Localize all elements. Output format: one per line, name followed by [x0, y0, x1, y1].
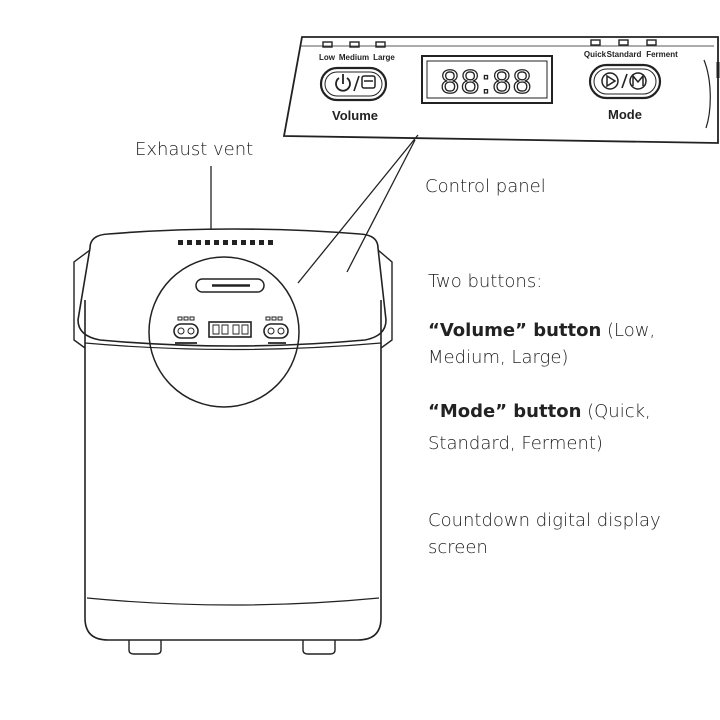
mode-button-options: (Quick, Standard, Ferment): [428, 401, 651, 454]
zoomed-control-panel: Low Medium Large Volume 88:88: [282, 36, 720, 144]
panel-right-lip: [703, 59, 711, 129]
machine-base-band: [86, 597, 380, 606]
exhaust-vent-label: Exhaust vent: [135, 139, 254, 160]
panel-outline: [282, 36, 719, 144]
volume-led-medium: [349, 41, 360, 48]
lid-handle: [195, 278, 265, 293]
volume-button-options: (Low, Medium, Large): [428, 320, 656, 368]
play-icon: [601, 72, 619, 90]
mode-option-ferment: Ferment: [646, 50, 678, 59]
volume-button-title: “Volume” button: [428, 320, 602, 341]
bread-icon: [361, 75, 376, 89]
mode-option-quick: Quick: [584, 50, 607, 59]
mode-button[interactable]: [588, 63, 662, 100]
mode-button-description: “Mode” button (Quick, Standard, Ferment): [428, 396, 708, 460]
lid-side-right: [377, 249, 393, 349]
power-icon: [335, 74, 351, 92]
body-top-seam: [84, 342, 382, 351]
exhaust-vent: [178, 240, 273, 245]
m-icon: [629, 72, 647, 90]
countdown-display-label: Countdown digital display screen: [428, 510, 661, 558]
bread-maker: [73, 228, 393, 655]
volume-label: Volume: [332, 108, 378, 123]
countdown-display: 88:88: [421, 55, 553, 104]
slash-icon: [353, 75, 360, 92]
magnifier-circle: [148, 256, 300, 408]
foot-left: [128, 640, 162, 655]
volume-led-low: [322, 41, 333, 48]
foot-right: [302, 640, 336, 655]
volume-option-medium: Medium: [339, 53, 369, 62]
slash-icon: [621, 73, 628, 89]
callout-line-right: [346, 139, 416, 273]
volume-led-large: [375, 41, 386, 48]
mode-option-standard: Standard: [607, 50, 642, 59]
two-buttons-label: Two buttons:: [428, 271, 543, 292]
mode-led-ferment: [646, 39, 657, 46]
volume-button[interactable]: [319, 66, 388, 102]
callout-line-left: [297, 134, 419, 284]
mode-label: Mode: [608, 107, 642, 122]
mode-button-title: “Mode” button: [428, 401, 582, 422]
mode-led-quick: [590, 39, 601, 46]
control-panel-label: Control panel: [425, 176, 546, 197]
mini-control-panel: [173, 316, 289, 344]
volume-option-large: Large: [373, 53, 395, 62]
display-digits: 88:88: [441, 63, 534, 100]
mode-led-standard: [618, 39, 629, 46]
machine-body: [84, 300, 382, 641]
lid-side-left: [73, 249, 91, 349]
machine-lid: [77, 228, 387, 347]
volume-option-low: Low: [319, 53, 336, 62]
volume-button-description: “Volume” button (Low, Medium, Large): [428, 317, 708, 371]
